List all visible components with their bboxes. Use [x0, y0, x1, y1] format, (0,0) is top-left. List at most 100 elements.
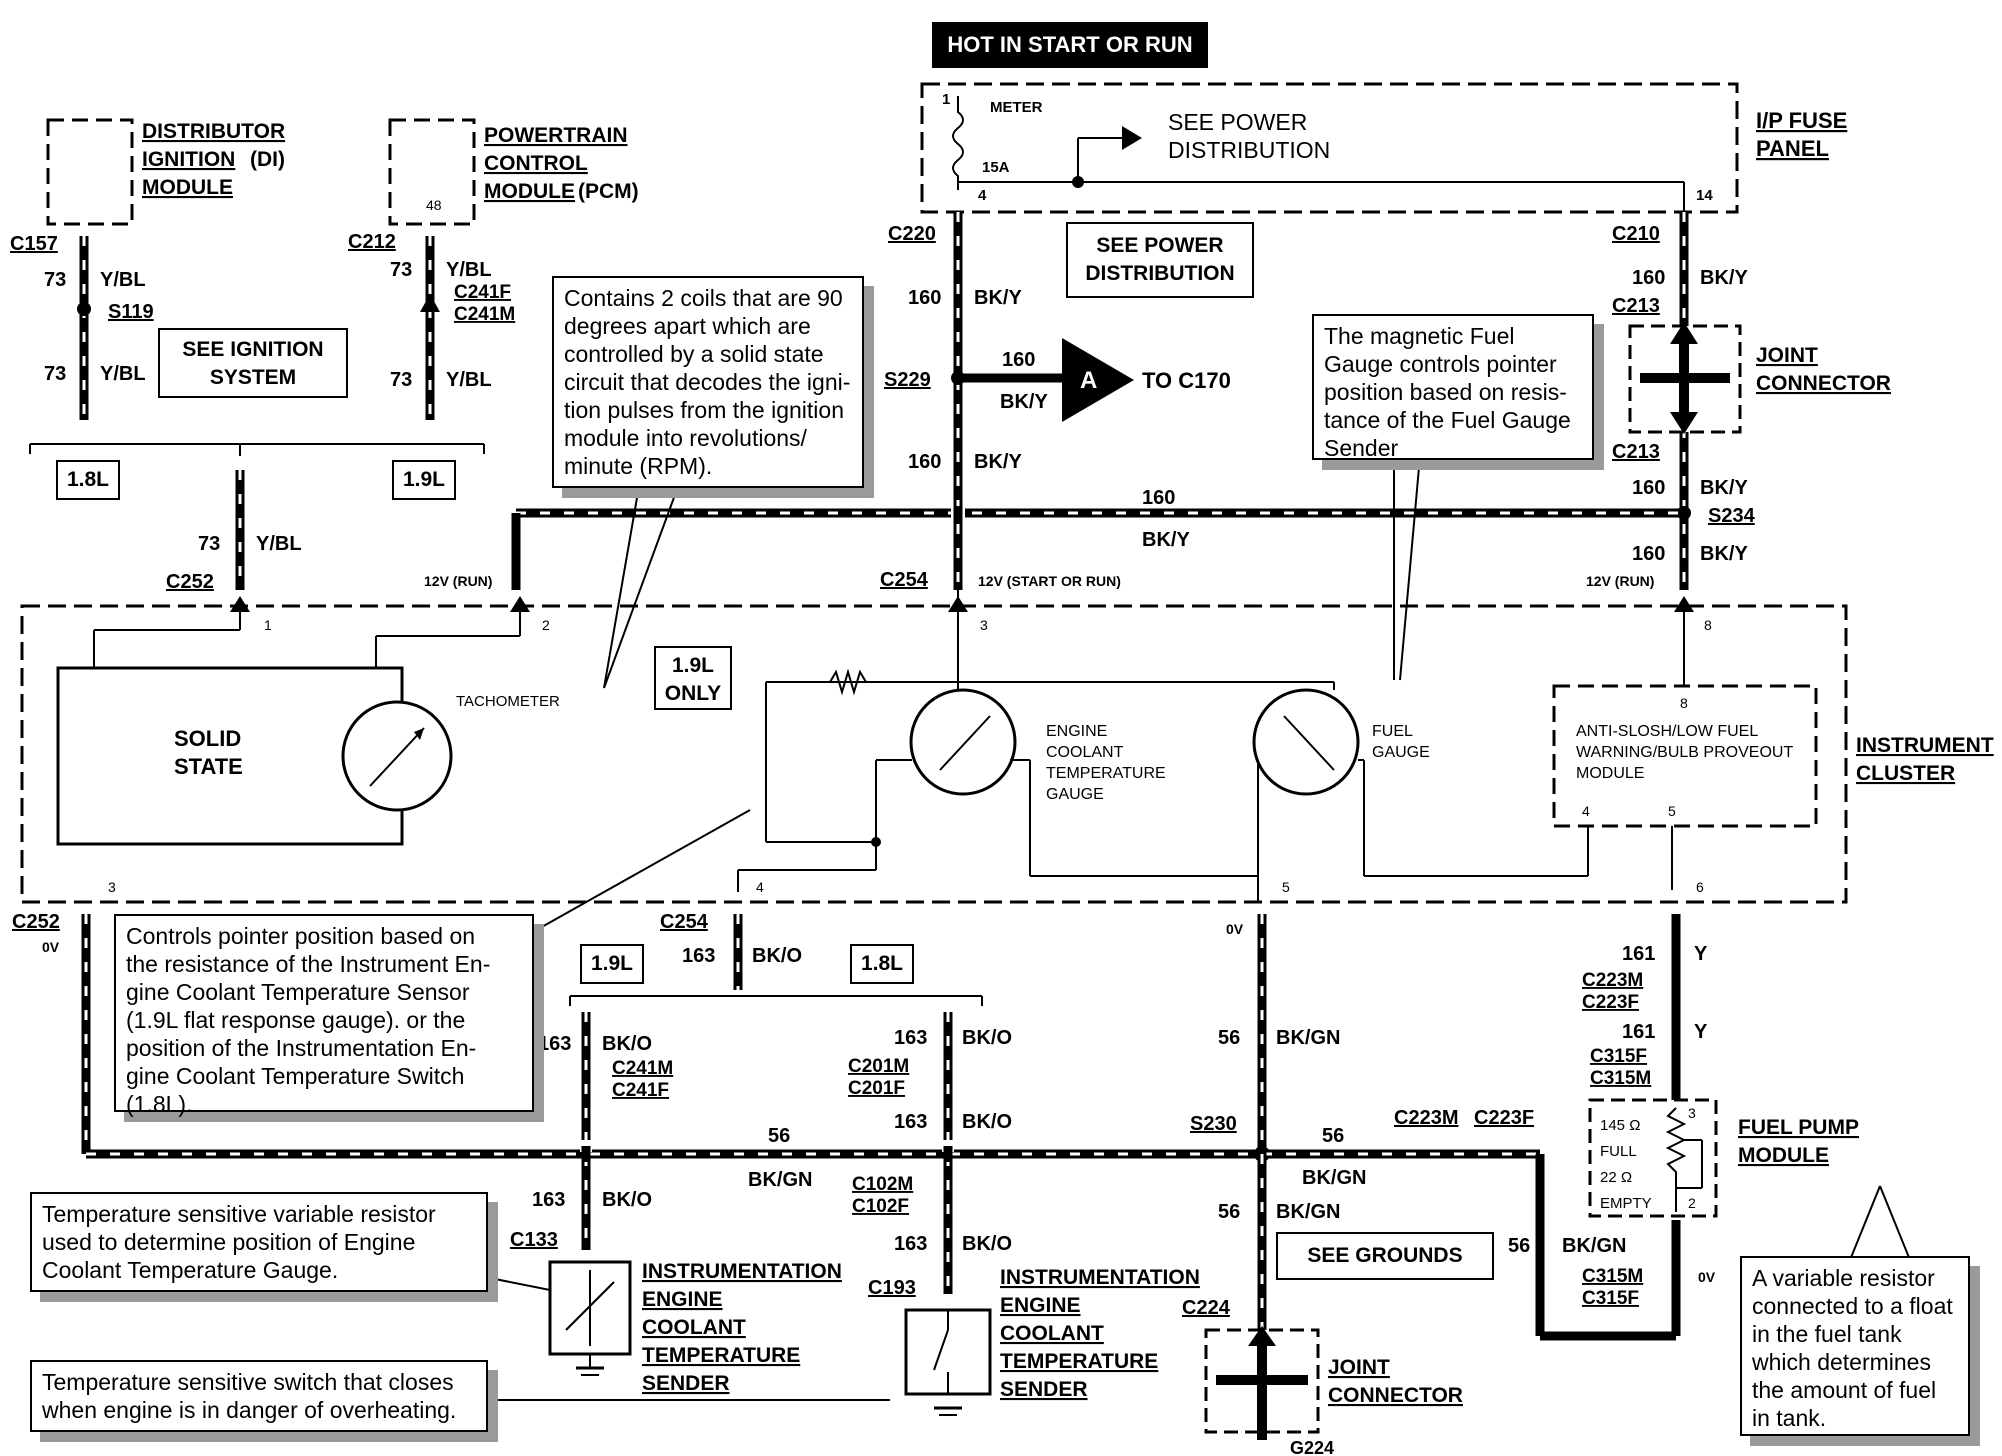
joint-connector-l1: JOINT — [1756, 344, 1818, 367]
c241f2-label: C241F — [612, 1080, 669, 1101]
c210-label: C210 — [1612, 223, 1660, 245]
w56-a: 56 — [768, 1125, 790, 1147]
c212-label: C212 — [348, 231, 396, 253]
c315f2-label: C315F — [1582, 1288, 1639, 1309]
voltage-ov1: 0V — [42, 939, 60, 955]
float-note-line: connected to a float — [1752, 1293, 1953, 1319]
fuel-float-note: A variable resistor connected to a float… — [1740, 1256, 1970, 1436]
c220-label: C220 — [888, 223, 936, 245]
see-ignition-l2: SYSTEM — [209, 366, 297, 389]
sender2-l4: TEMPERATURE — [1000, 1350, 1158, 1373]
fuel-gauge-note: The magnetic Fuel Gauge controls pointer… — [1312, 314, 1594, 461]
di-module-l2: IGNITION — [142, 148, 235, 171]
sender1-l3: COOLANT — [642, 1316, 746, 1339]
fuel-note-line: tance of the Fuel Gauge — [1324, 407, 1571, 433]
sender2-l5: SENDER — [1000, 1378, 1088, 1401]
joint-connector2-l1: JOINT — [1328, 1356, 1390, 1379]
sender2-l2: ENGINE — [1000, 1294, 1081, 1317]
fuse-pin-14: 14 — [1696, 187, 1713, 204]
fp-pin3: 3 — [1688, 1105, 1696, 1121]
ect-gauge-icon — [909, 688, 1017, 796]
full-label: FULL — [1600, 1143, 1637, 1160]
sender2-l1: INSTRUMENTATION — [1000, 1266, 1200, 1289]
g224-label: G224 — [1290, 1438, 1334, 1456]
pcm-l3: MODULE — [484, 180, 575, 203]
tach-note-line: tion pulses from the ignition — [564, 397, 844, 423]
see-ignition-box: SEE IGNITION SYSTEM — [158, 328, 348, 398]
ect-gauge-note: Controls pointer position based on the r… — [114, 914, 534, 1117]
w73-d: 73 — [390, 369, 412, 391]
ybl-c: Y/BL — [446, 259, 492, 281]
voltage-startrun12: 12V (START OR RUN) — [978, 573, 1121, 589]
sender1-l1: INSTRUMENTATION — [642, 1260, 842, 1283]
s119-label: S119 — [108, 301, 154, 323]
ect-note-line: the resistance of the Instrument En- — [126, 951, 491, 977]
tach-note-line: circuit that decodes the igni- — [564, 369, 851, 395]
variable-resistor-note: Temperature sensitive variable resistor … — [30, 1192, 488, 1292]
ohm145: 145 Ω — [1600, 1117, 1640, 1134]
solid-state-l2: STATE — [174, 754, 243, 779]
sender1-l4: TEMPERATURE — [642, 1344, 800, 1367]
pcm-module-icon — [388, 118, 476, 226]
switch-note-line: when engine is in danger of overheating. — [42, 1397, 457, 1423]
w163-c: 163 — [894, 1027, 927, 1049]
fuse-rating: 15A — [982, 159, 1010, 176]
tach-note-line: degrees apart which are — [564, 313, 811, 339]
bky-c: BK/Y — [1700, 267, 1748, 289]
see-power-box-l1: SEE POWER — [1096, 234, 1224, 257]
c213b-label: C213 — [1612, 441, 1660, 463]
cluster-l2: CLUSTER — [1856, 762, 1955, 785]
y-b: Y — [1694, 1021, 1708, 1043]
c102m-label: C102M — [852, 1174, 913, 1195]
c315m2-label: C315M — [1582, 1266, 1643, 1287]
c315f-label: C315F — [1590, 1046, 1647, 1067]
fuse-panel-label-1: I/P FUSE — [1756, 108, 1847, 133]
c241m2-label: C241M — [612, 1058, 673, 1079]
w160-arrow: 160 — [1002, 349, 1035, 371]
voltage-ov2: 0V — [1226, 921, 1244, 937]
float-note-line: which determines — [1752, 1349, 1931, 1375]
c223f2-label: C223F — [1582, 992, 1639, 1013]
bky-a: BK/Y — [974, 287, 1022, 309]
fuel-gauge-l1: FUEL — [1372, 723, 1413, 740]
fuse-pin-1: 1 — [942, 91, 950, 108]
ybl-a: Y/BL — [100, 269, 146, 291]
di-module-l3: MODULE — [142, 176, 233, 199]
ect-note-line: Controls pointer position based on — [126, 923, 476, 949]
bko-c: BK/O — [962, 1027, 1012, 1049]
ect-note-line: gine Coolant Temperature Sensor — [126, 979, 470, 1005]
see-power-top-1: SEE POWER — [1168, 109, 1307, 135]
bky-b: BK/Y — [974, 451, 1022, 473]
c252-top-label: C252 — [166, 571, 214, 593]
ect-note-line: (1.9L flat response gauge). or the — [126, 1007, 466, 1033]
see-power-distribution-box: SEE POWER DISTRIBUTION — [1066, 222, 1254, 298]
c157-label: C157 — [10, 233, 58, 255]
cluster-pin-3b: 3 — [980, 617, 988, 633]
di-module-l2b: (DI) — [250, 148, 285, 171]
c223m-label: C223M — [1394, 1107, 1458, 1129]
bky-bus: BK/Y — [1142, 529, 1190, 551]
tach-note-line: minute (RPM). — [564, 453, 713, 479]
connector-a-arrow-icon — [1062, 338, 1134, 422]
w73-e: 73 — [198, 533, 220, 555]
pcm-l2: CONTROL — [484, 152, 588, 175]
pcm-l1: POWERTRAIN — [484, 124, 628, 147]
w163-a: 163 — [682, 945, 715, 967]
antislosh-l1: ANTI-SLOSH/LOW FUEL — [1576, 723, 1758, 740]
w56-b: 56 — [1218, 1027, 1240, 1049]
temp-switch-note: Temperature sensitive switch that closes… — [30, 1360, 488, 1432]
see-power-top-2: DISTRIBUTION — [1168, 137, 1330, 163]
c193-label: C193 — [868, 1277, 916, 1299]
y-a: Y — [1694, 943, 1708, 965]
float-note-line: A variable resistor — [1752, 1265, 1935, 1291]
joint-connector2-l2: CONNECTOR — [1328, 1384, 1463, 1407]
c252-bottom-label: C252 — [12, 911, 60, 933]
di-module-icon — [46, 118, 134, 226]
w161-a: 161 — [1622, 943, 1655, 965]
empty-label: EMPTY — [1600, 1195, 1652, 1212]
engine-18-badge-top: 1.8L — [56, 460, 120, 500]
tachometer-label: TACHOMETER — [456, 693, 560, 710]
c254-bottom-label: C254 — [660, 911, 709, 933]
switch-note-line: Temperature sensitive switch that closes — [42, 1369, 454, 1395]
meter-fuse-icon — [952, 96, 964, 190]
